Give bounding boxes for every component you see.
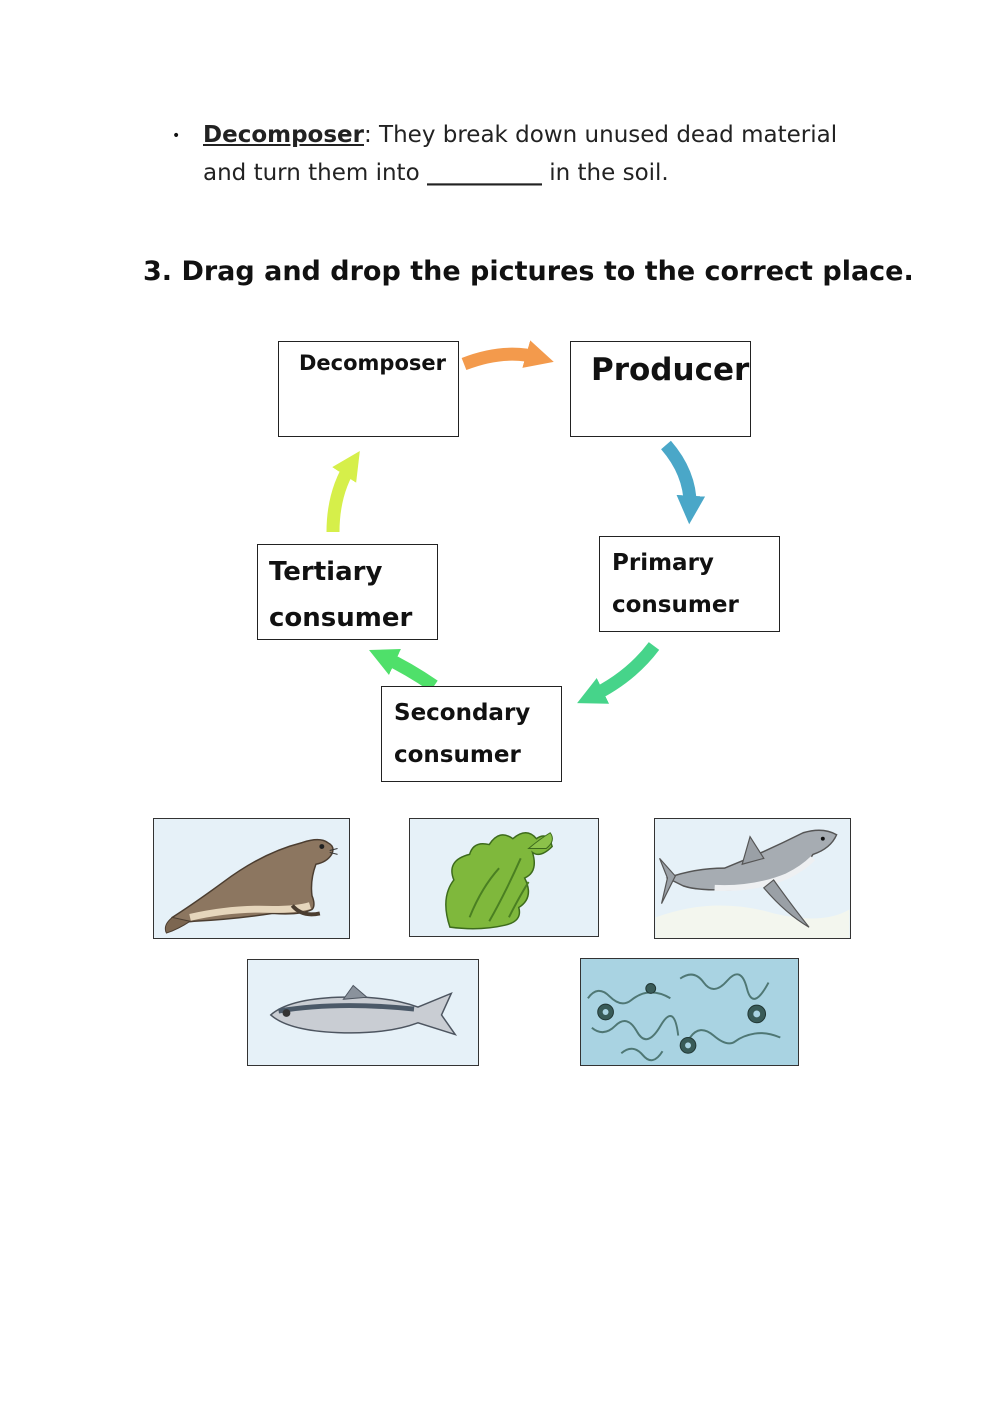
- seaweed-image: [445, 832, 553, 930]
- producer-drop-box[interactable]: Producer: [570, 341, 751, 437]
- producer-label: Producer: [591, 352, 750, 388]
- shark-card[interactable]: [654, 818, 851, 939]
- arrow-secondary-to-tertiary: [369, 649, 438, 692]
- secondary-consumer-label-2: consumer: [394, 742, 521, 768]
- seal-image: [164, 838, 338, 934]
- bullet-marker: •: [172, 128, 181, 144]
- tertiary-consumer-label-1: Tertiary: [269, 557, 383, 587]
- tertiary-consumer-drop-box[interactable]: Tertiary consumer: [257, 544, 438, 640]
- tertiary-consumer-label-2: consumer: [269, 603, 413, 633]
- bacteria-card[interactable]: [580, 958, 799, 1066]
- decomposer-label: Decomposer: [299, 351, 446, 375]
- arrow-producer-to-primary: [660, 440, 706, 525]
- primary-consumer-label-2: consumer: [612, 592, 739, 618]
- question-title: 3. Drag and drop the pictures to the cor…: [143, 256, 914, 287]
- arrow-decomposer-to-producer: [461, 340, 554, 371]
- fish-card[interactable]: [247, 959, 479, 1066]
- shark-image: [655, 829, 850, 938]
- secondary-consumer-label-1: Secondary: [394, 700, 531, 726]
- decomposer-term: Decomposer: [203, 122, 364, 148]
- bacteria-image: [587, 973, 781, 1062]
- decomposer-definition: Decomposer: They break down unused dead …: [203, 116, 863, 192]
- arrow-tertiary-to-decomposer: [326, 451, 360, 533]
- definition-text-a: : They break down unused dead material a…: [203, 122, 838, 186]
- definition-text-b: in the soil.: [541, 160, 669, 186]
- fish-image: [269, 984, 458, 1036]
- primary-consumer-label-1: Primary: [612, 550, 714, 576]
- secondary-consumer-drop-box[interactable]: Secondary consumer: [381, 686, 562, 782]
- decomposer-drop-box[interactable]: Decomposer: [278, 341, 459, 437]
- seaweed-card[interactable]: [409, 818, 599, 937]
- fill-in-blank[interactable]: __________: [426, 160, 542, 186]
- arrow-primary-to-secondary: [577, 642, 660, 704]
- seal-card[interactable]: [153, 818, 350, 939]
- primary-consumer-drop-box[interactable]: Primary consumer: [599, 536, 780, 632]
